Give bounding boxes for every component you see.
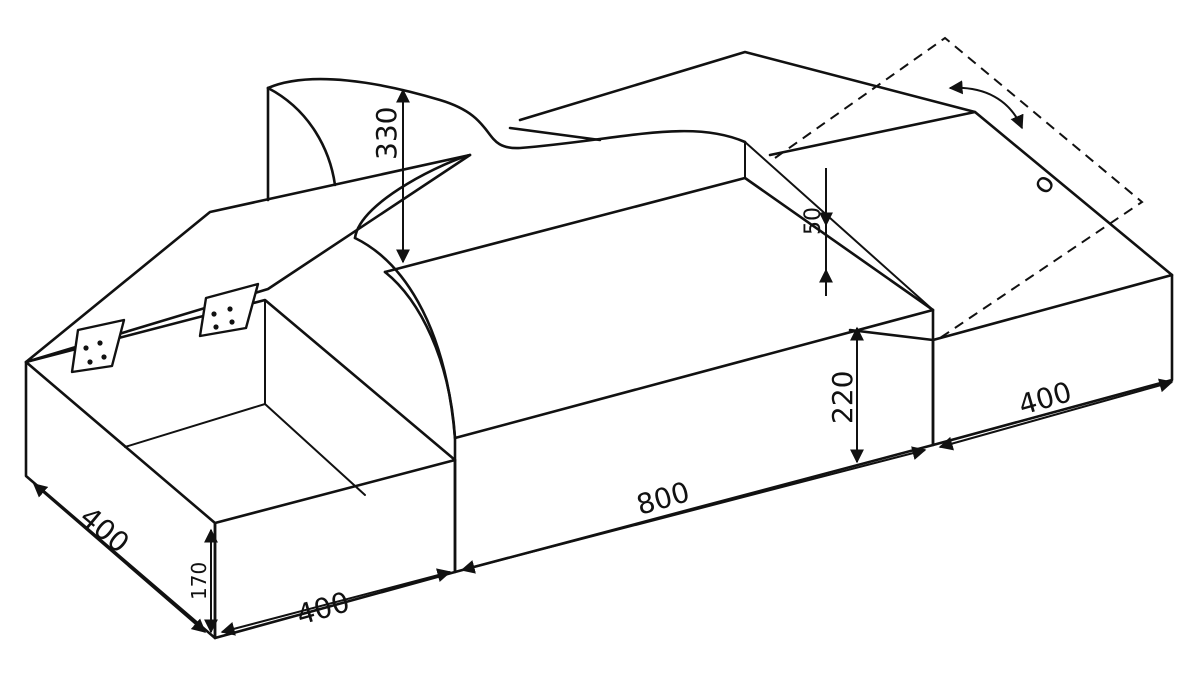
dim-line-middle-length <box>460 446 927 574</box>
hinge-left-icon <box>70 318 126 374</box>
dim-front-length: 400 <box>293 585 353 631</box>
dim-middle-length: 800 <box>633 475 693 521</box>
dim-line-front-length <box>220 568 452 636</box>
backrest <box>266 50 977 240</box>
hinge-right-icon <box>198 282 260 338</box>
dim-front-depth: 400 <box>74 500 136 560</box>
dim-front-height: 170 <box>187 562 211 600</box>
dim-line-front-depth <box>32 483 207 633</box>
rear-lid-open-outline <box>774 36 1144 339</box>
rear-lid-mark: o <box>1025 167 1062 200</box>
dim-rear-length: 400 <box>1015 375 1075 421</box>
dim-rim-height: 50 <box>801 207 826 235</box>
lid-rotation-arrow-icon <box>948 80 1024 130</box>
dim-middle-height: 220 <box>826 371 859 424</box>
dim-backrest-height: 330 <box>370 107 403 160</box>
dim-line-rear-length <box>938 378 1174 451</box>
